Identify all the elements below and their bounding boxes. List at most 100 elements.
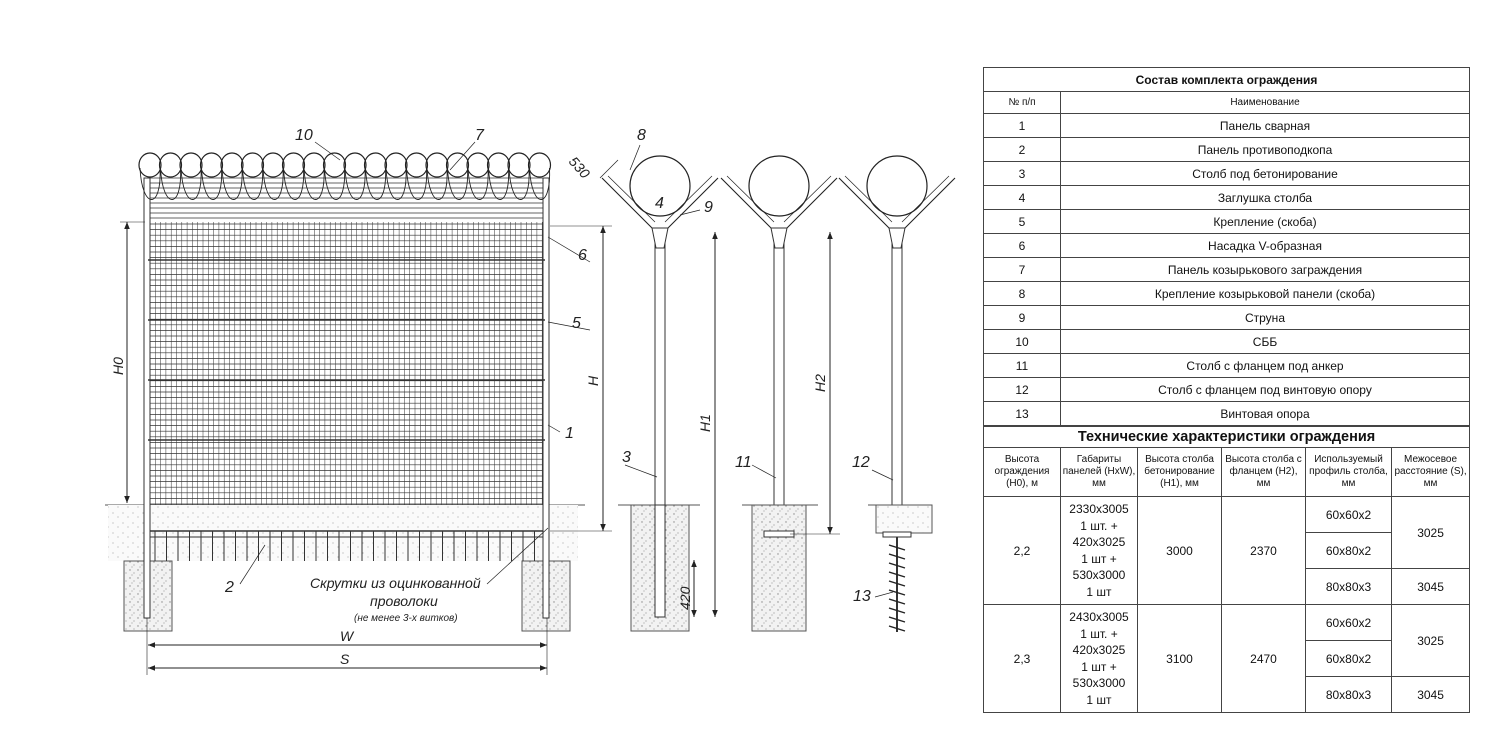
table-row: 2,3 2430x3005 1 шт. + 420x3025 1 шт + 530x300… [983, 604, 1471, 713]
spec-h2: 2370 [1221, 496, 1306, 605]
spec-panels-line: 420x3025 [1072, 643, 1126, 657]
callout-8: 8 [637, 127, 646, 144]
callout-12: 12 [852, 454, 870, 471]
callout-10: 10 [295, 127, 313, 144]
spec-panels-line: 1 шт. + [1080, 518, 1118, 533]
composition-col-name: Наименование [1060, 91, 1470, 114]
table-row: 60x80x2 [984, 640, 1470, 677]
spec-panels-line: 1 шт + [1081, 551, 1117, 566]
composition-name: Струна [1060, 305, 1470, 330]
spec-s: 3045 [1390, 568, 1471, 605]
composition-name: СББ [1060, 329, 1470, 354]
spec-s: 3045 [1390, 676, 1471, 713]
spec-panels-line: 2330x3005 [1069, 502, 1129, 516]
dim-h2-label: H2 [812, 374, 828, 392]
spec-height: 2,3 [983, 604, 1061, 713]
dim-h-label: H [585, 375, 601, 386]
table-row: 2,2 2330x3005 1 шт. + 420x3025 1 шт + 530x300… [983, 496, 1471, 605]
fence-drawing: H0 H W S 10 7 6 5 1 2 Скрутки из оцинков… [105, 127, 956, 675]
side-view-anchor-post: H2 11 [720, 155, 840, 632]
callout-4: 4 [655, 195, 664, 212]
spec-profile: 60x60x2 [1305, 604, 1392, 641]
screw-pile [888, 544, 906, 632]
tables-panel: Состав комплекта ограждения № п/п Наимен… [982, 67, 1471, 713]
side-view-screw-post: 12 13 [838, 155, 956, 632]
composition-name: Заглушка столба [1060, 185, 1470, 210]
spec-profile: 80x80x3 [1305, 676, 1392, 713]
composition-num: 4 [983, 185, 1061, 210]
dim-420-label: 420 [677, 586, 693, 610]
callout-9: 9 [704, 199, 713, 216]
spec-profile: 60x80x2 [1305, 532, 1392, 569]
composition-name: Панель противоподкопа [1060, 137, 1470, 162]
note-line1: Скрутки из оцинкованной [310, 575, 481, 591]
spec-profile: 80x80x3 [1305, 568, 1392, 605]
spec-panels-line: 530x3000 [1072, 568, 1126, 582]
composition-num: 9 [983, 305, 1061, 330]
composition-name: Столб с фланцем под винтовую опору [1060, 377, 1470, 402]
composition-name: Винтовая опора [1060, 401, 1470, 426]
composition-num: 11 [983, 353, 1061, 378]
composition-num: 13 [983, 401, 1061, 426]
composition-name: Насадка V-образная [1060, 233, 1470, 258]
note-line3: (не менее 3-х витков) [354, 613, 458, 624]
composition-name: Крепление (скоба) [1060, 209, 1470, 234]
composition-num: 6 [983, 233, 1061, 258]
spec-height: 2,2 [983, 496, 1061, 605]
spec-panels-line: 420x3025 [1072, 535, 1126, 549]
razor-wire [138, 152, 552, 200]
dim-s-label: S [340, 651, 350, 667]
composition-num: 12 [983, 377, 1061, 402]
specs-title: Технические характеристики ограждения [982, 426, 1471, 448]
composition-num: 5 [983, 209, 1061, 234]
specs-header: Высота ограждения (H0), м [983, 447, 1061, 497]
side-view-concreted-post: 530 H1 420 8 4 9 3 [566, 127, 719, 632]
callout-6: 6 [578, 247, 587, 264]
dim-h0-label: H0 [110, 357, 126, 375]
callout-5: 5 [572, 315, 581, 332]
spec-panels-line: 1 шт. + [1080, 626, 1118, 641]
spec-panels-line: 1 шт + [1081, 659, 1117, 674]
composition-table: Состав комплекта ограждения № п/п Наимен… [983, 67, 1470, 426]
spec-h2: 2470 [1221, 604, 1306, 713]
callout-7: 7 [475, 127, 485, 144]
dim-530-label: 530 [566, 153, 594, 181]
callout-11: 11 [735, 454, 752, 471]
spec-s: 3025 [1390, 496, 1471, 569]
composition-num: 10 [983, 329, 1061, 354]
spec-h1: 3100 [1137, 604, 1222, 713]
welded-panel [148, 177, 545, 505]
specs-header: Габариты панелей (HxW), мм [1060, 447, 1138, 497]
spec-panels-line: 530x3000 [1072, 676, 1126, 690]
dim-h1-label: H1 [697, 414, 713, 432]
dim-w-label: W [340, 628, 355, 644]
callout-13: 13 [853, 588, 871, 605]
specs-header: Высота столба с фланцем (H2), мм [1221, 447, 1306, 497]
composition-num: 8 [983, 281, 1061, 306]
composition-num: 3 [983, 161, 1061, 186]
spec-panels-line: 1 шт [1086, 584, 1112, 599]
composition-name: Столб под бетонирование [1060, 161, 1470, 186]
composition-num: 7 [983, 257, 1061, 282]
specs-header: Межосевое расстояние (S), мм [1390, 447, 1471, 497]
composition-name: Крепление козырьковой панели (скоба) [1060, 281, 1470, 306]
specs-table: Технические характеристики ограждения Вы… [982, 426, 1471, 713]
note-line2: проволоки [370, 593, 438, 609]
composition-title: Состав комплекта ограждения [983, 67, 1470, 92]
specs-header: Высота столба бетонирование (H1), мм [1137, 447, 1222, 497]
specs-header: Используемый профиль столба, мм [1305, 447, 1392, 497]
spec-panels-line: 2430x3005 [1069, 610, 1129, 624]
